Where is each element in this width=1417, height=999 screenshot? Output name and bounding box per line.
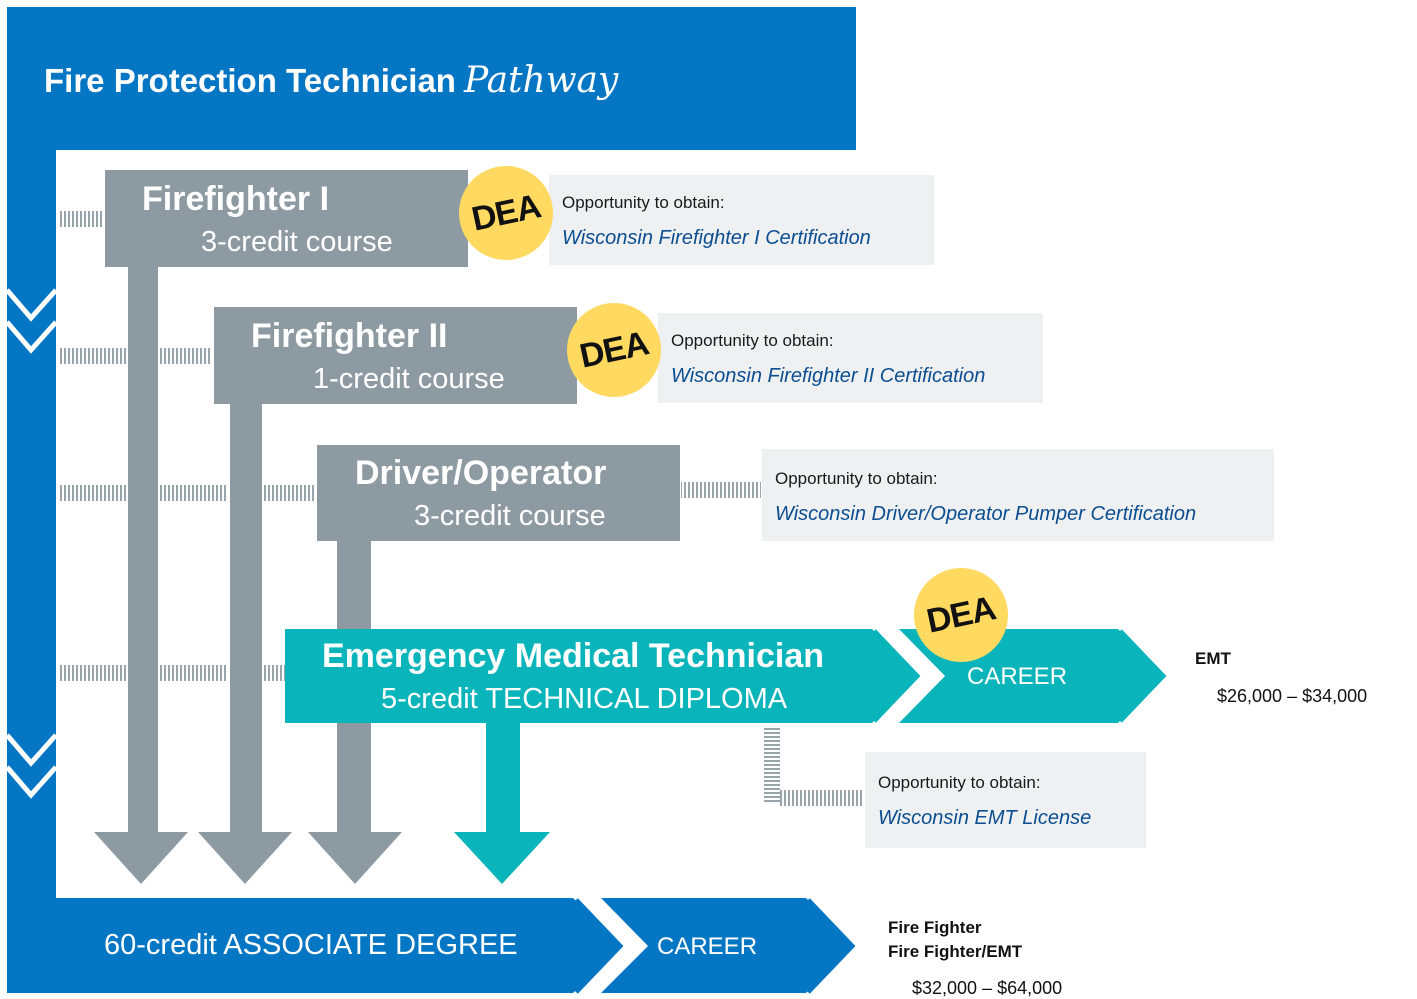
dotted-connector xyxy=(60,211,864,806)
emt-name: Emergency Medical Technician xyxy=(322,637,824,675)
course-firefighter-2 xyxy=(214,307,577,404)
opportunity-label: Opportunity to obtain: xyxy=(878,773,1041,792)
course-credit: 3-credit course xyxy=(414,500,606,532)
dea-badge-text: DEA xyxy=(576,324,652,376)
certification-link[interactable]: Wisconsin Driver/Operator Pumper Certifi… xyxy=(775,503,1197,525)
emt-job-title: EMT xyxy=(1195,649,1231,668)
associate-job-title: Fire Fighter xyxy=(888,918,982,937)
dea-badge: DEA xyxy=(914,568,1008,662)
arrow-down-icon xyxy=(454,722,550,884)
certification-box xyxy=(658,313,1043,403)
emt-band xyxy=(285,629,918,723)
opportunity-label: Opportunity to obtain: xyxy=(671,331,834,350)
dea-badge: DEA xyxy=(567,303,661,397)
title-bar xyxy=(7,7,856,150)
chevron-right-icon xyxy=(872,629,1167,723)
dea-badge: DEA xyxy=(459,166,553,260)
course-credit: 3-credit course xyxy=(201,226,393,258)
associate-band xyxy=(7,898,622,993)
chevron-right-icon xyxy=(574,898,856,994)
certification-link[interactable]: Wisconsin EMT License xyxy=(878,807,1092,829)
certification-box xyxy=(762,449,1274,541)
course-name: Firefighter II xyxy=(251,317,448,355)
emt-salary: $26,000 – $34,000 xyxy=(1217,686,1368,706)
page-title-main: Fire Protection Technician xyxy=(44,62,456,99)
certification-link[interactable]: Wisconsin Firefighter II Certification xyxy=(671,365,986,387)
emt-credit: 5-credit TECHNICAL DIPLOMA xyxy=(381,683,788,715)
associate-career-label: CAREER xyxy=(657,933,758,960)
dea-badge-text: DEA xyxy=(923,589,999,641)
course-driver-operator xyxy=(317,445,680,541)
course-firefighter-1 xyxy=(105,170,468,267)
certification-box xyxy=(549,175,934,265)
associate-salary: $32,000 – $64,000 xyxy=(912,978,1063,998)
dea-badge-text: DEA xyxy=(468,187,544,239)
chevron-down-icon xyxy=(5,288,58,799)
certification-link[interactable]: Wisconsin Firefighter I Certification xyxy=(562,227,871,249)
page-title-italic: Pathway xyxy=(463,60,619,101)
associate-career-chevron xyxy=(601,898,853,993)
course-name: Driver/Operator xyxy=(355,454,607,492)
course-credit: 1-credit course xyxy=(313,363,505,395)
associate-degree-label: 60-credit ASSOCIATE DEGREE xyxy=(104,929,518,961)
left-flow-bar xyxy=(7,150,56,910)
course-name: Firefighter I xyxy=(142,180,330,218)
opportunity-label: Opportunity to obtain: xyxy=(562,193,725,212)
opportunity-label: Opportunity to obtain: xyxy=(775,469,938,488)
emt-career-label: CAREER xyxy=(967,663,1068,690)
associate-job-title: Fire Fighter/EMT xyxy=(888,942,1023,961)
certification-box xyxy=(865,752,1146,848)
